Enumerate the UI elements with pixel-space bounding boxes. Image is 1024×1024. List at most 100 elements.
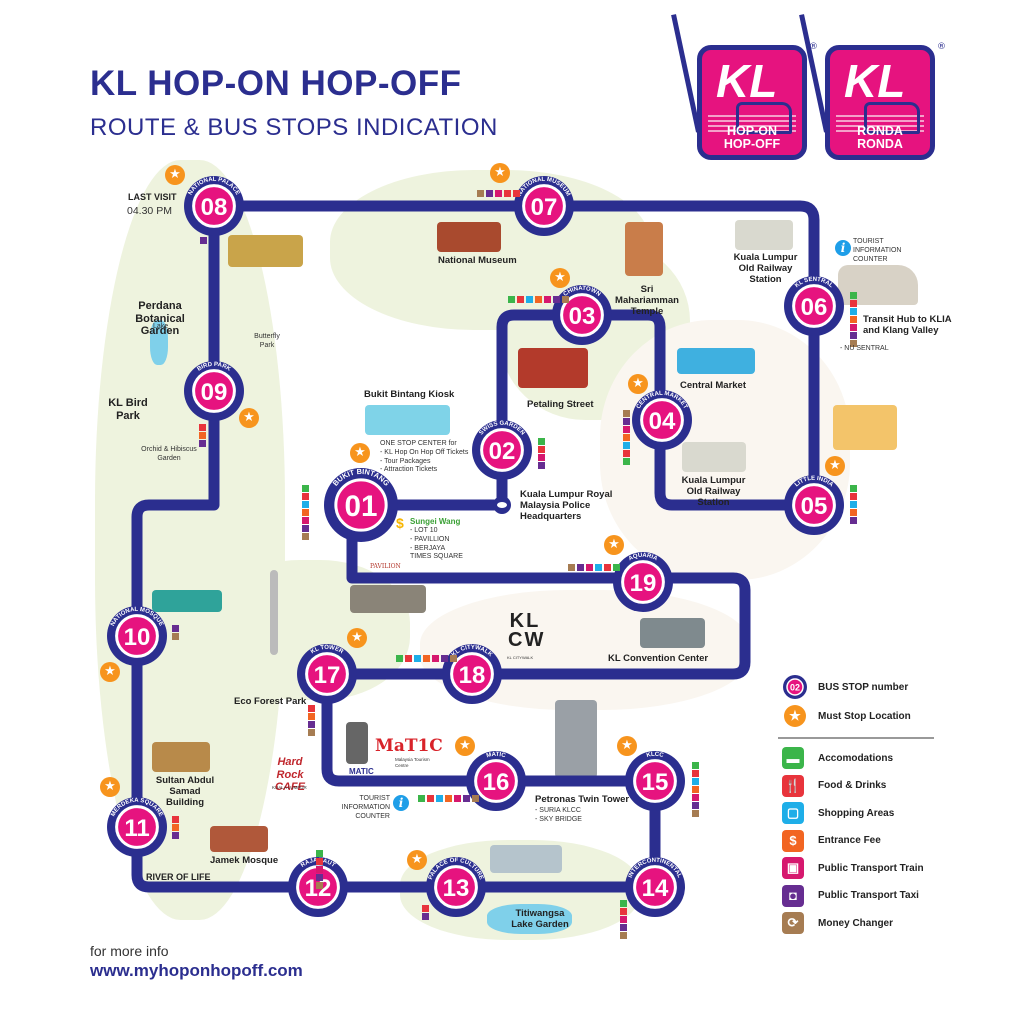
- amenity-E-icon: [172, 824, 179, 831]
- must-stop-icon: ★: [165, 165, 185, 185]
- last-visit-time: 04.30 PM: [127, 205, 172, 217]
- page-subtitle: ROUTE & BUS STOPS INDICATION: [90, 114, 498, 141]
- amenity-E-icon: [199, 432, 206, 439]
- legend-label: Accomodations: [818, 752, 894, 764]
- route-segment: [355, 309, 588, 511]
- amenity-A-icon: [316, 850, 323, 857]
- amenity-S-icon: [414, 655, 421, 662]
- stop-number: 09: [201, 379, 228, 406]
- titiwangsa-lake: [487, 904, 572, 934]
- legend-must-stop: ★ Must Stop Location: [782, 705, 911, 727]
- palace-of-culture-image: [490, 845, 562, 873]
- stop-badge: [633, 759, 677, 803]
- amenity-X-icon: [463, 795, 470, 802]
- last-visit-label: LAST VISIT: [128, 192, 177, 202]
- stop-badge: [434, 865, 478, 909]
- amenity-F-icon: [422, 905, 429, 912]
- fork-knife-icon: 🍴: [782, 774, 804, 797]
- amenity-M-icon: [623, 410, 630, 417]
- amenity-F-icon: [316, 858, 323, 865]
- stop-number: 19: [630, 570, 657, 597]
- kiosk-line: ONE STOP CENTER for: [380, 440, 457, 447]
- amenity-S-icon: [850, 308, 857, 315]
- matic-label: MATIC: [349, 767, 374, 776]
- star-icon: ★: [784, 705, 806, 727]
- railway-station-image: [735, 220, 793, 250]
- stop-number: 07: [531, 194, 558, 221]
- landmark-convention-center: KL Convention Center: [608, 653, 709, 664]
- amenity-X-icon: [172, 832, 179, 839]
- stop-badge: [633, 865, 677, 909]
- logo-sub-line: HOP-OFF: [723, 136, 781, 151]
- klcw-logo: KL CW: [508, 610, 546, 651]
- legend-item-E: $Entrance Fee: [782, 829, 881, 852]
- amenity-A-icon: [620, 900, 627, 907]
- amenity-F-icon: [850, 493, 857, 500]
- amenity-F-icon: [604, 564, 611, 571]
- stop-badge: [192, 184, 236, 228]
- amenity-M-icon: [477, 190, 484, 197]
- amenity-T-icon: [692, 794, 699, 801]
- matic-building-image: [346, 722, 368, 764]
- stop-badge: [305, 652, 349, 696]
- amenity-E-icon: [308, 713, 315, 720]
- taxi-icon: ◘: [782, 884, 804, 907]
- logo-stripes: [708, 112, 796, 134]
- amenity-F-icon: [538, 446, 545, 453]
- legend-label: BUS STOP number: [818, 681, 909, 693]
- petronas-line: - SKY BRIDGE: [535, 815, 582, 823]
- amenity-A-icon: [508, 296, 515, 303]
- landmark-bird-park: KL Bird Park: [108, 397, 148, 422]
- website-link[interactable]: www.myhoponhopoff.com: [90, 961, 303, 980]
- landmark-old-railway-station-2: Kuala Lumpur Old Railway Station: [681, 475, 746, 508]
- amenity-A-icon: [850, 292, 857, 299]
- stop-badge: [640, 398, 684, 442]
- mall-line: - LOT 10: [410, 527, 438, 534]
- logo-sub-line: RONDA: [857, 123, 903, 138]
- route-segment: [131, 200, 751, 893]
- amenity-S-icon: [850, 501, 857, 508]
- amenity-M-icon: [620, 932, 627, 939]
- landmark-transit-hub: Transit Hub to KLIA and Klang Valley: [863, 314, 952, 336]
- amenity-A-icon: [396, 655, 403, 662]
- train-icon: ▣: [782, 857, 804, 879]
- kiosk-title: Bukit Bintang Kiosk: [364, 389, 455, 400]
- amenity-T-icon: [544, 296, 551, 303]
- amenity-X-icon: [692, 802, 699, 809]
- legend-label: Shopping Areas: [818, 807, 895, 819]
- stop-badge: [792, 483, 836, 527]
- amenity-F-icon: [405, 655, 412, 662]
- must-stop-icon: ★: [350, 443, 370, 463]
- amenity-X-icon: [172, 625, 179, 632]
- landmark-orchid-garden: Orchid & Hibiscus Garden: [141, 446, 197, 462]
- police-cap-icon: [493, 496, 511, 514]
- hard-rock-sub: KUALA LUMPUR: [272, 785, 307, 790]
- stop-number: 06: [801, 294, 828, 321]
- amenity-X-icon: [316, 874, 323, 881]
- legend-item-T: ▣Public Transport Train: [782, 857, 924, 879]
- matic-logo: MaT1C: [375, 736, 443, 756]
- must-stop-icon: ★: [628, 374, 648, 394]
- landmark-perdana: Perdana Botanical Garden: [135, 300, 185, 338]
- amenity-S-icon: [692, 778, 699, 785]
